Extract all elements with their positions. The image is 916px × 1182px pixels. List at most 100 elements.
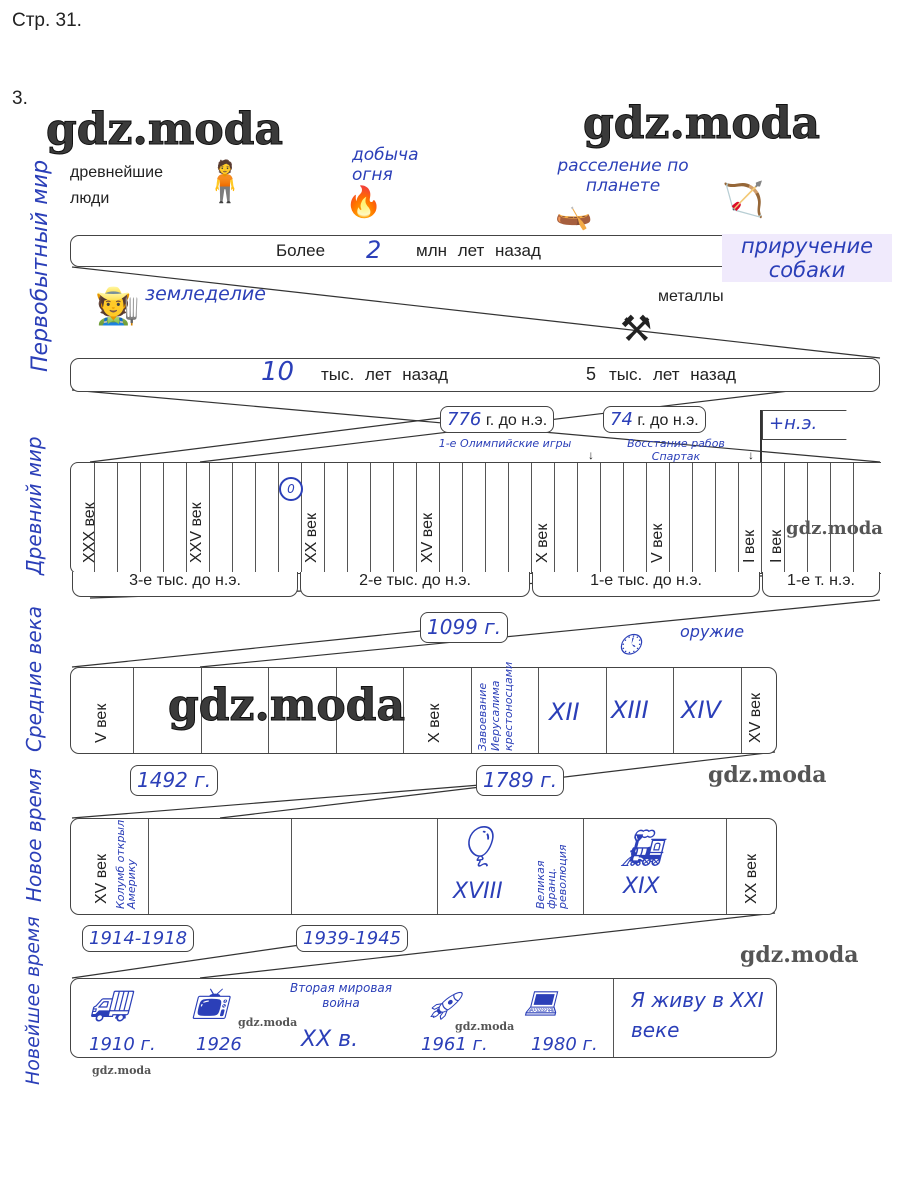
bar-value-10: 10 <box>261 357 295 387</box>
century-label: XIII <box>611 696 649 724</box>
millennium-2bc: 2-е тыс. до н.э. <box>300 572 530 597</box>
century-cell-divider <box>370 463 371 573</box>
century-cell-divider <box>692 463 693 573</box>
century-label: XXX век <box>81 502 98 563</box>
century-cell-divider <box>738 463 739 573</box>
caveman-illustration: 🧍 <box>200 160 250 204</box>
year-label: 1961 г. <box>421 1034 488 1055</box>
note-spartacus: Восстание рабов Спартак <box>627 437 725 463</box>
year-label: 1980 г. <box>531 1034 598 1055</box>
bar-suffix: тыс. лет назад <box>609 365 737 384</box>
date-box-1914: 1914-1918 <box>82 925 195 952</box>
century-cell-divider <box>301 463 302 573</box>
fire-illustration: 🔥 <box>345 186 383 219</box>
task-number: 3. <box>12 88 28 109</box>
note-ancient-people: древнейшие люди <box>70 164 163 207</box>
section-new: Новое время <box>22 768 46 902</box>
date-value: 1914-1918 <box>89 928 188 949</box>
note-columbus: Колумб открыл Америку <box>114 819 138 909</box>
locomotive-icon: 🚂︎ <box>619 828 665 869</box>
timeline-bar-middle-ages: V век X век Завоевание Иерусалима кресто… <box>70 661 777 754</box>
date-box-1099: 1099 г. <box>420 612 509 643</box>
tv-icon: 📺︎ <box>191 987 230 1022</box>
century-cell-divider <box>462 463 463 573</box>
millennium-1ad: 1-е т. н.э. <box>762 572 880 597</box>
note-fire: добыча огня <box>352 145 419 185</box>
year-label: 1910 г. <box>89 1034 156 1055</box>
watermark: gdz.moda <box>786 518 883 539</box>
millennia-row: 3-е тыс. до н.э. 2-е тыс. до н.э. 1-е ты… <box>72 572 880 598</box>
date-box-1492: 1492 г. <box>130 765 219 796</box>
hunter-illustration: 🏹 <box>722 181 765 219</box>
century-cell-divider <box>600 463 601 573</box>
year-label: 1926 <box>196 1034 242 1055</box>
boat-illustration: 🛶 <box>555 198 593 231</box>
century-cell-divider <box>439 463 440 573</box>
century-cell-divider <box>554 463 555 573</box>
farmer-illustration: 🧑‍🌾 <box>95 285 140 326</box>
date-box-74: 74 г. до н.э. <box>603 406 706 433</box>
century-cell-divider <box>784 463 785 573</box>
century-cell-divider <box>117 463 118 573</box>
century-label: X век <box>534 523 551 563</box>
page-number: Стр. 31. <box>12 10 82 31</box>
note-jerusalem: Завоевание Иерусалима крестоносцами <box>476 661 515 751</box>
date-value: 1492 г. <box>137 768 212 792</box>
millennium-3bc: 3-е тыс. до н.э. <box>72 572 298 597</box>
section-ancient: Древний мир <box>22 436 46 575</box>
bar-suffix: тыс. лет назад <box>321 365 449 384</box>
note-weapons: оружие <box>680 622 745 641</box>
note-farming: земледелие <box>145 283 266 305</box>
century-cell-divider <box>830 463 831 573</box>
watermark: gdz.moda <box>45 104 284 156</box>
timeline-bar-ancient: XXX век XXV век XX век XV век X век V ве… <box>70 462 881 574</box>
century-cell-divider <box>186 463 187 573</box>
watermark: gdz.moda <box>708 762 827 788</box>
era-flag: +н.э. <box>762 410 847 440</box>
century-label: XXV век <box>188 502 205 563</box>
millennium-1bc: 1-е тыс. до н.э. <box>532 572 760 597</box>
century-label: V век <box>93 703 110 743</box>
century-label: I век <box>741 529 758 563</box>
century-label: XX век <box>303 512 320 563</box>
century-cell-divider <box>807 463 808 573</box>
century-cell-divider <box>715 463 716 573</box>
century-label: X век <box>426 703 443 743</box>
century-cell-divider <box>232 463 233 573</box>
century-cell-divider <box>94 463 95 573</box>
smith-illustration: ⚒ <box>620 308 653 349</box>
century-cell-divider <box>485 463 486 573</box>
century-label: XVIII <box>453 879 503 904</box>
century-cell-divider <box>209 463 210 573</box>
watermark: gdz.moda <box>167 680 406 732</box>
rocket-icon: 🚀︎ <box>426 989 462 1022</box>
century-label: XX в. <box>301 1027 359 1052</box>
century-cell-divider <box>646 463 647 573</box>
note-dog: приручение собаки <box>722 234 892 282</box>
century-cell-divider <box>853 463 854 573</box>
date-value: 1099 г. <box>427 615 502 639</box>
note-ww2: Вторая мировая война <box>289 981 393 1010</box>
date-box-776: 776 г. до н.э. <box>440 406 555 433</box>
era-flag-label: +н.э. <box>769 413 818 434</box>
timeline-bar-newest: 🚚︎ 📺︎ 🚀︎ 💻︎ 1910 г. 1926 Вторая мировая … <box>70 978 777 1058</box>
century-cell-divider <box>416 463 417 573</box>
note-metals: металлы <box>658 288 724 305</box>
arrow-down-icon: ↓ <box>748 448 754 462</box>
century-cell-divider <box>669 463 670 573</box>
watermark: gdz.moda <box>582 98 821 150</box>
century-cell-divider <box>324 463 325 573</box>
section-middle: Средние века <box>22 606 46 752</box>
century-cell-divider <box>140 463 141 573</box>
century-cell-divider <box>531 463 532 573</box>
century-label: V век <box>649 523 666 563</box>
date-value: 1939-1945 <box>303 928 402 949</box>
century-cell-divider <box>508 463 509 573</box>
computer-icon: 💻︎ <box>523 987 559 1020</box>
timeline-bar-new-time: XV век Колумб открыл Америку 🎈︎ XVIII Ве… <box>70 818 777 915</box>
bar-suffix: млн лет назад <box>416 241 541 260</box>
century-cell-divider <box>761 463 762 573</box>
date-box-1939: 1939-1945 <box>296 925 409 952</box>
watermark: gdz.moda <box>92 1064 152 1077</box>
